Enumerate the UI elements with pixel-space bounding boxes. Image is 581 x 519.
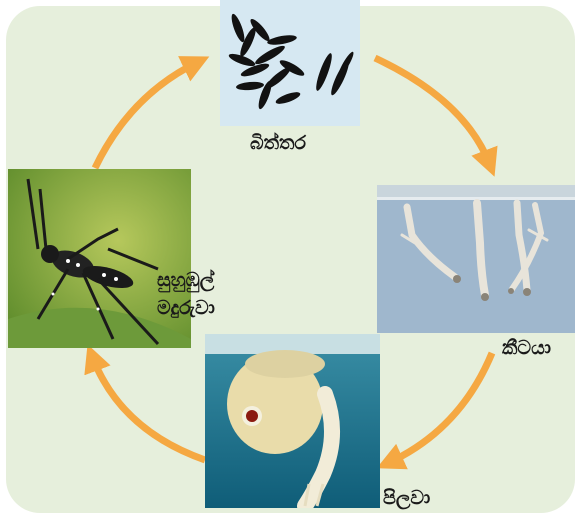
pupa-label: පිලවා [383, 486, 430, 511]
arrow-larva-to-pupa [388, 353, 492, 463]
adult-mosquito-image [8, 169, 191, 348]
arrow-pupa-to-adult [92, 356, 205, 460]
arrow-egg-to-larva [375, 58, 490, 165]
egg-image [220, 0, 360, 126]
pupa-image [205, 334, 380, 508]
arrow-adult-to-egg [95, 62, 198, 168]
larva-label: කීටයා [502, 336, 551, 361]
adult-label-line2: මදුරුවා [157, 296, 215, 321]
adult-label-line1: සුහුඹුල් [157, 268, 214, 293]
egg-label: බිත්තර [250, 131, 306, 156]
larva-image [377, 185, 575, 333]
